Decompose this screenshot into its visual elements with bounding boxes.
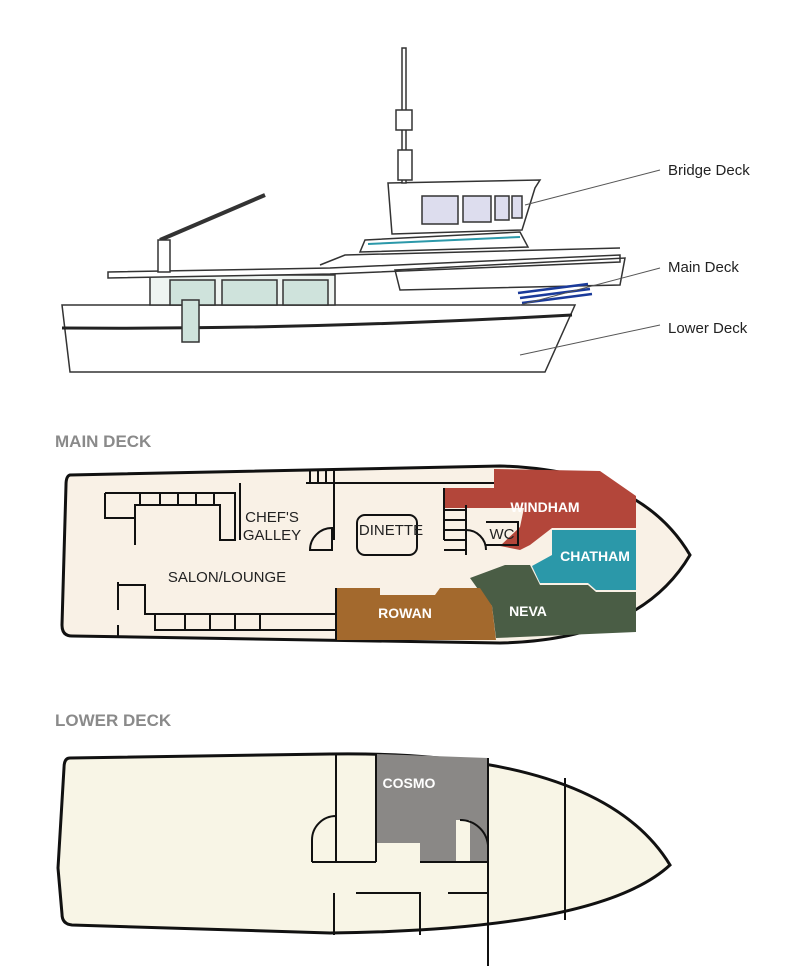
main-deck-plan: CHEF'S GALLEY DINETTE WC SALON/LOUNGE WI… <box>60 464 692 645</box>
callout-main-deck: Main Deck <box>668 259 739 276</box>
cabin-rowan <box>336 588 496 640</box>
lower-deck-plan: COSMO <box>56 752 672 966</box>
hull <box>61 304 577 373</box>
cabin-windham <box>444 469 636 550</box>
cosmo-label: COSMO <box>383 775 436 791</box>
salon-label: SALON/LOUNGE <box>168 569 286 586</box>
dinette-label: DINETTE <box>359 522 423 539</box>
callout-bridge-deck: Bridge Deck <box>668 162 750 179</box>
callout-lower-deck: Lower Deck <box>668 320 748 337</box>
chatham-label: CHATHAM <box>560 548 630 564</box>
lower-deck-hull <box>56 752 672 935</box>
wc-label: WC <box>490 526 515 543</box>
cabin-neva <box>470 565 636 638</box>
main-deck-heading: MAIN DECK <box>55 432 152 451</box>
neva-label: NEVA <box>509 603 547 619</box>
lower-deck-heading: LOWER DECK <box>55 711 172 730</box>
boat-profile <box>61 47 661 373</box>
galley-label-line1: CHEF'S <box>245 509 299 526</box>
cabin-chatham <box>532 530 636 590</box>
windham-label: WINDHAM <box>510 499 579 515</box>
rowan-label: ROWAN <box>378 605 432 621</box>
galley-label-line2: GALLEY <box>243 527 301 544</box>
cabin-cosmo <box>376 754 488 862</box>
